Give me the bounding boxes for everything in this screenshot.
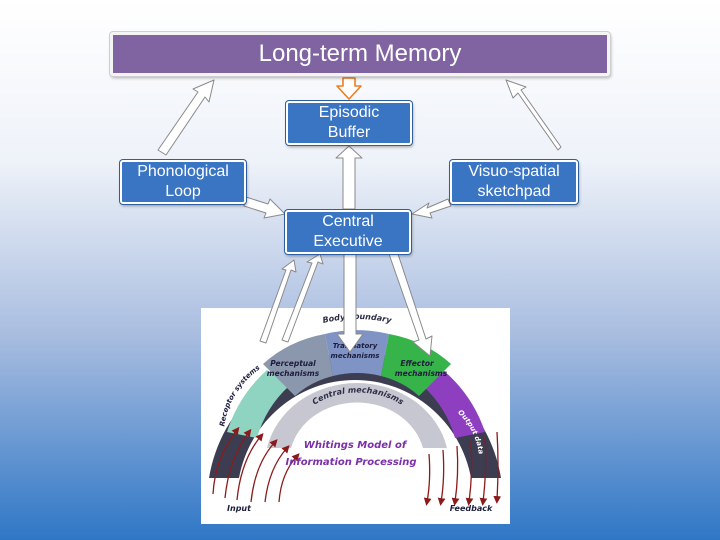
arrow-ltm-to-episodic xyxy=(336,77,362,100)
receptor-band xyxy=(227,370,289,438)
effector-region xyxy=(381,334,451,396)
arrow-central-to-episodic xyxy=(335,145,363,210)
visuo-spatial-sketchpad-box: Visuo-spatial sketchpad xyxy=(450,160,578,204)
central-band xyxy=(267,383,447,448)
arrow-phono-to-central xyxy=(243,196,286,219)
arrow-visuo-to-ltm xyxy=(505,79,562,151)
arrow-to-central-left-2 xyxy=(259,259,297,344)
body-boundary-label: Body boundary xyxy=(322,312,393,325)
muscular-band xyxy=(423,370,485,438)
translatory-label-1: Translatory xyxy=(333,342,378,350)
model-title-line-2: Information Processing xyxy=(286,457,417,468)
arrow-visuo-to-central xyxy=(411,198,452,219)
feedback-arrows xyxy=(423,431,502,506)
arrow-phono-to-ltm xyxy=(157,79,215,156)
episodic-buffer-box: Episodic Buffer xyxy=(286,101,412,145)
arrow-to-central-left-1 xyxy=(281,253,324,343)
translatory-region xyxy=(325,330,389,376)
input-arrows xyxy=(212,426,300,503)
long-term-memory-box: Long-term Memory xyxy=(110,32,610,76)
perceptual-region xyxy=(263,334,333,396)
model-title-line-1: Whitings Model of xyxy=(304,440,408,451)
phonological-loop-box: Phonological Loop xyxy=(120,160,246,204)
svg-text:Body boundary: Body boundary xyxy=(322,312,393,325)
arrow-down-right xyxy=(388,250,433,357)
feedback-label: Feedback xyxy=(450,504,493,513)
central-executive-box: Central Executive xyxy=(285,210,411,254)
translatory-label-2: mechanisms xyxy=(331,352,380,360)
effector-label-1: Effector xyxy=(400,359,435,368)
perceptual-label-2: mechanisms xyxy=(267,369,320,378)
effector-label-2: mechanisms xyxy=(395,369,448,378)
arrow-down-middle xyxy=(336,253,364,353)
perceptual-label-1: Perceptual xyxy=(270,359,316,368)
input-label: Input xyxy=(227,504,252,513)
